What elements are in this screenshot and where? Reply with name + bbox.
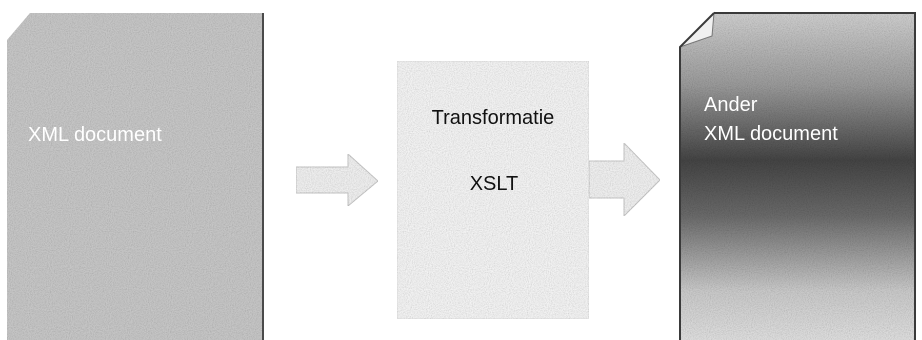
transformation-box: Transformatie XSLT bbox=[396, 60, 590, 320]
target-document-label-line1: Ander bbox=[704, 94, 758, 116]
source-document-label: XML document bbox=[28, 124, 162, 146]
target-document-label-line2: XML document bbox=[704, 123, 838, 145]
source-document-shape bbox=[7, 13, 263, 340]
source-xml-document: XML document bbox=[7, 13, 264, 340]
transformation-box-shape bbox=[396, 60, 590, 320]
target-document-outline bbox=[679, 12, 916, 340]
target-xml-document: Ander XML document bbox=[679, 11, 916, 340]
target-document-shape bbox=[680, 13, 915, 340]
input-arrow bbox=[295, 152, 379, 208]
transformation-language: XSLT bbox=[470, 173, 519, 195]
output-arrow bbox=[588, 141, 661, 218]
transformation-title: Transformatie bbox=[432, 107, 555, 129]
